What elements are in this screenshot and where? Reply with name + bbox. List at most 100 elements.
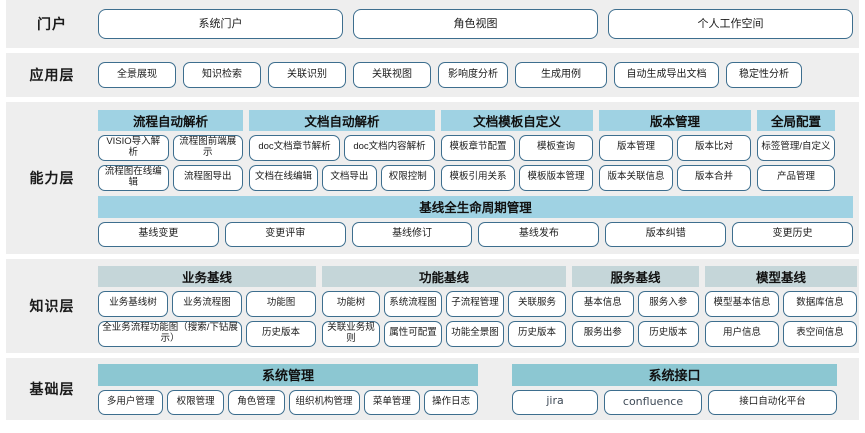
capability-group-doc-parse: 文档自动解析 doc文档章节解析 doc文档内容解析 文档在线编辑 文档导出 权… [249, 109, 435, 191]
knowledge-row: 功能树 系统流程图 子流程管理 关联服务 [322, 290, 566, 317]
capability-group-title-version-mgmt: 版本管理 [599, 109, 751, 131]
cap-item-product-mgmt[interactable]: 产品管理 [757, 164, 835, 191]
cap-item-doc-chapter-parse[interactable]: doc文档章节解析 [249, 134, 340, 161]
kn-item-function-diagram[interactable]: 功能图 [246, 290, 316, 317]
lifecycle-pill-row: 基线变更 变更评审 基线修订 基线发布 版本纠错 变更历史 [98, 221, 853, 247]
fd-item-confluence[interactable]: confluence [604, 389, 702, 415]
cap-item-visio-import-parse[interactable]: VISIO导入解析 [98, 134, 169, 161]
capability-group-title-global-config: 全局配置 [757, 109, 835, 131]
app-item-auto-export-doc[interactable]: 自动生成导出文档 [614, 62, 719, 88]
lifecycle-item-change-review[interactable]: 变更评审 [224, 221, 346, 247]
layer-knowledge: 知识层 业务基线 业务基线树 业务流程图 功能图 全业务流程功能图（搜索/下钻展… [6, 259, 859, 353]
kn-item-business-flowchart[interactable]: 业务流程图 [172, 290, 242, 317]
capability-row: VISIO导入解析 流程图前端展示 [98, 134, 243, 161]
app-item-impact-analysis[interactable]: 影响度分析 [438, 62, 508, 88]
portal-item-system-portal[interactable]: 系统门户 [98, 9, 343, 39]
portal-item-personal-workspace[interactable]: 个人工作空间 [608, 9, 853, 39]
cap-item-version-compare[interactable]: 版本比对 [677, 134, 751, 161]
capability-group-process-parse: 流程自动解析 VISIO导入解析 流程图前端展示 流程图在线编辑 流程图导出 [98, 109, 243, 191]
portal-pill-row: 系统门户 角色视图 个人工作空间 [98, 9, 853, 39]
knowledge-group-rows-service-baseline: 基本信息 服务入参 服务出参 历史版本 [572, 290, 699, 347]
knowledge-group-service-baseline: 服务基线 基本信息 服务入参 服务出参 历史版本 [572, 265, 699, 347]
fd-item-jira[interactable]: jira [512, 389, 599, 415]
layer-label-knowledge: 知识层 [29, 298, 75, 314]
kn-item-tablespace-info[interactable]: 表空间信息 [783, 320, 857, 347]
kn-item-history-version-function[interactable]: 历史版本 [508, 320, 566, 347]
app-item-relation-identify[interactable]: 关联识别 [268, 62, 346, 88]
cap-item-template-version-mgmt[interactable]: 模板版本管理 [519, 164, 593, 191]
capability-row: 模板引用关系 模板版本管理 [441, 164, 593, 191]
cap-item-version-mgmt[interactable]: 版本管理 [599, 134, 673, 161]
fd-item-multi-user-mgmt[interactable]: 多用户管理 [98, 389, 164, 415]
fd-item-operation-log[interactable]: 操作日志 [424, 389, 478, 415]
cap-item-doc-export[interactable]: 文档导出 [322, 164, 377, 191]
layer-portal: 门户 系统门户 角色视图 个人工作空间 [6, 0, 859, 48]
kn-item-history-version-business[interactable]: 历史版本 [246, 320, 316, 347]
capability-row: 流程图在线编辑 流程图导出 [98, 164, 243, 191]
kn-item-related-business-rule[interactable]: 关联业务规则 [322, 320, 380, 347]
lifecycle-item-change-history[interactable]: 变更历史 [732, 221, 853, 247]
kn-item-basic-info[interactable]: 基本信息 [572, 290, 634, 317]
cap-item-flowchart-frontend-display[interactable]: 流程图前端展示 [172, 134, 243, 161]
app-item-generate-case[interactable]: 生成用例 [515, 62, 607, 88]
cap-item-template-query[interactable]: 模板查询 [519, 134, 593, 161]
cap-item-version-merge[interactable]: 版本合并 [677, 164, 751, 191]
application-pill-row: 全景展现 知识检索 关联识别 关联视图 影响度分析 生成用例 自动生成导出文档 … [98, 62, 853, 88]
knowledge-group-title-function-baseline: 功能基线 [322, 265, 566, 287]
capability-row: doc文档章节解析 doc文档内容解析 [249, 134, 435, 161]
lifecycle-item-baseline-change[interactable]: 基线变更 [98, 221, 219, 247]
capability-group-columns: 流程自动解析 VISIO导入解析 流程图前端展示 流程图在线编辑 流程图导出 [98, 109, 853, 191]
fd-item-org-structure-mgmt[interactable]: 组织机构管理 [288, 389, 360, 415]
confluence-label: confluence [622, 394, 684, 408]
cap-item-doc-online-edit[interactable]: 文档在线编辑 [249, 164, 319, 191]
layer-body-application: 全景展现 知识检索 关联识别 关联视图 影响度分析 生成用例 自动生成导出文档 … [98, 62, 859, 88]
app-item-stability-analysis[interactable]: 稳定性分析 [726, 62, 802, 88]
foundation-group-system-mgmt: 系统管理 多用户管理 权限管理 角色管理 组织机构管理 菜单管理 操作日志 [98, 363, 478, 415]
capability-group-version-mgmt: 版本管理 版本管理 版本比对 版本关联信息 版本合并 [599, 109, 751, 191]
knowledge-group-title-model-baseline: 模型基线 [705, 265, 857, 287]
kn-item-function-tree[interactable]: 功能树 [322, 290, 380, 317]
foundation-row-system-mgmt: 多用户管理 权限管理 角色管理 组织机构管理 菜单管理 操作日志 [98, 389, 478, 415]
knowledge-row: 业务基线树 业务流程图 功能图 [98, 290, 316, 317]
kn-item-history-version-service[interactable]: 历史版本 [637, 320, 699, 347]
kn-item-attribute-configurable[interactable]: 属性可配置 [384, 320, 442, 347]
knowledge-row: 模型基本信息 数据库信息 [705, 290, 857, 317]
cap-item-flowchart-export[interactable]: 流程图导出 [172, 164, 243, 191]
jira-label: jira [546, 394, 564, 408]
cap-item-template-chapter-config[interactable]: 模板章节配置 [441, 134, 515, 161]
cap-item-version-relation-info[interactable]: 版本关联信息 [599, 164, 673, 191]
capability-group-rows-process-parse: VISIO导入解析 流程图前端展示 流程图在线编辑 流程图导出 [98, 134, 243, 191]
fd-item-menu-mgmt[interactable]: 菜单管理 [363, 389, 421, 415]
kn-item-subprocess-mgmt[interactable]: 子流程管理 [446, 290, 504, 317]
app-item-relation-view[interactable]: 关联视图 [353, 62, 431, 88]
app-item-knowledge-search[interactable]: 知识检索 [183, 62, 261, 88]
cap-item-tag-mgmt-custom[interactable]: 标签管理/自定义 [757, 134, 835, 161]
kn-item-service-output-param[interactable]: 服务出参 [572, 320, 634, 347]
kn-item-full-business-flow-function-diagram[interactable]: 全业务流程功能图（搜索/下钻展示） [98, 320, 243, 347]
kn-item-model-basic-info[interactable]: 模型基本信息 [705, 290, 779, 317]
cap-item-permission-control[interactable]: 权限控制 [380, 164, 435, 191]
capability-row: 文档在线编辑 文档导出 权限控制 [249, 164, 435, 191]
capability-group-doc-template: 文档模板自定义 模板章节配置 模板查询 模板引用关系 模板版本管理 [441, 109, 593, 191]
fd-item-permission-mgmt[interactable]: 权限管理 [167, 389, 224, 415]
cap-item-flowchart-online-edit[interactable]: 流程图在线编辑 [98, 164, 169, 191]
lifecycle-item-baseline-publish[interactable]: 基线发布 [478, 221, 600, 247]
foundation-group-title-system-interface: 系统接口 [512, 363, 837, 386]
lifecycle-item-version-correct[interactable]: 版本纠错 [605, 221, 727, 247]
kn-item-user-info[interactable]: 用户信息 [705, 320, 779, 347]
foundation-row-system-interface: jira confluence 接口自动化平台 [512, 389, 837, 415]
kn-item-database-info[interactable]: 数据库信息 [783, 290, 857, 317]
portal-item-role-view[interactable]: 角色视图 [353, 9, 598, 39]
layer-body-portal: 系统门户 角色视图 个人工作空间 [98, 9, 859, 39]
cap-item-template-reference-relation[interactable]: 模板引用关系 [441, 164, 515, 191]
kn-item-service-input-param[interactable]: 服务入参 [637, 290, 699, 317]
kn-item-function-panorama[interactable]: 功能全景图 [446, 320, 504, 347]
kn-item-related-service[interactable]: 关联服务 [508, 290, 566, 317]
fd-item-interface-automation-platform[interactable]: 接口自动化平台 [707, 389, 837, 415]
kn-item-system-flowchart[interactable]: 系统流程图 [384, 290, 442, 317]
cap-item-doc-content-parse[interactable]: doc文档内容解析 [344, 134, 435, 161]
app-item-panorama[interactable]: 全景展现 [98, 62, 176, 88]
kn-item-business-baseline-tree[interactable]: 业务基线树 [98, 290, 168, 317]
fd-item-role-mgmt[interactable]: 角色管理 [227, 389, 285, 415]
lifecycle-item-baseline-revise[interactable]: 基线修订 [351, 221, 473, 247]
